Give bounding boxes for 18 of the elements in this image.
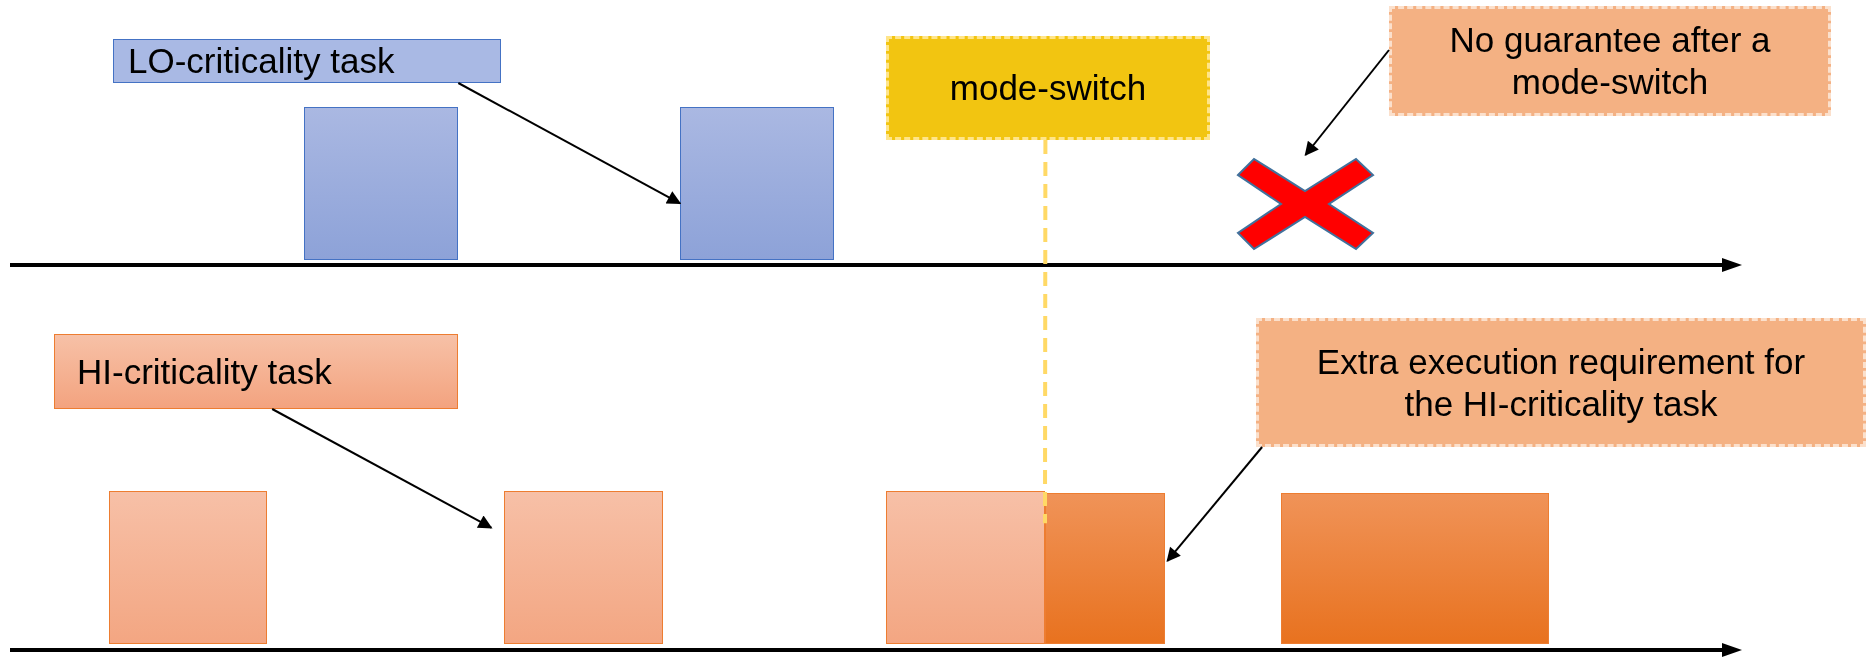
dashed-line bbox=[1043, 140, 1048, 524]
mode-switch-label: mode-switch bbox=[886, 36, 1210, 140]
task-block bbox=[109, 491, 267, 644]
task-block bbox=[304, 107, 458, 260]
note-box: Extra execution requirement for the HI-criticality task bbox=[1256, 318, 1866, 447]
leader-arrow bbox=[1166, 446, 1264, 563]
task-label: HI-criticality task bbox=[54, 334, 458, 409]
task-label: LO-criticality task bbox=[113, 39, 501, 83]
extra-execution-block bbox=[1281, 493, 1549, 644]
task-block bbox=[504, 491, 663, 644]
leader-arrow bbox=[1304, 49, 1390, 157]
extra-execution-block bbox=[1045, 493, 1165, 644]
task-block bbox=[680, 107, 834, 260]
note-box: No guarantee after a mode-switch bbox=[1389, 6, 1831, 116]
leader-arrow bbox=[271, 408, 493, 529]
leader-arrow bbox=[457, 82, 682, 205]
task-block bbox=[886, 491, 1045, 644]
cross-mark bbox=[1234, 155, 1377, 253]
